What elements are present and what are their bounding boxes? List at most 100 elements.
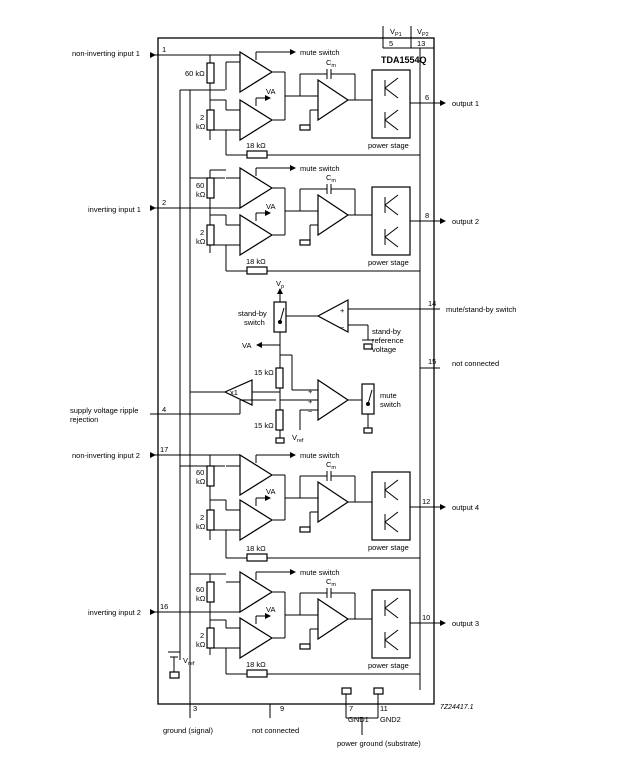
noninverting-input-1-label: non-inverting input 1 <box>72 49 140 58</box>
switch-label-center: switch <box>380 400 401 409</box>
noninverting-input-2-label: non-inverting input 2 <box>72 451 140 460</box>
plus-sign-mute-b: + <box>308 397 313 406</box>
power-stage-label-4: power stage <box>368 543 409 552</box>
preamp-lower <box>239 98 274 142</box>
channel-4 <box>150 452 446 562</box>
inverting-input-1-label: inverting input 1 <box>88 205 141 214</box>
minus-sign-mute: − <box>308 407 313 416</box>
svrr-label-1: supply voltage ripple <box>70 406 138 415</box>
plus-sign-standby: + <box>340 306 345 315</box>
r2-label-3a: 2 <box>200 631 204 640</box>
r15-label-upper: 15 kΩ <box>254 368 274 377</box>
bottom-section <box>168 651 384 735</box>
va-label-3: VA <box>266 605 275 614</box>
r2-label-2a: 2 <box>200 228 204 237</box>
resistor-2k <box>206 109 215 131</box>
x1-label: x1 <box>230 388 238 397</box>
mute-comparator <box>317 378 350 422</box>
output-4-label: output 4 <box>452 503 479 512</box>
mute-label-center: mute <box>380 391 397 400</box>
svrr-label-2: rejection <box>70 415 98 424</box>
cm-label-3: Cm <box>326 577 336 588</box>
r2-label-1b: kΩ <box>196 122 206 131</box>
vp1-label: VP1 <box>390 27 402 38</box>
mute-switch-label-3: mute switch <box>300 568 340 577</box>
resistor-18k <box>246 150 268 159</box>
cm-label-4: Cm <box>326 460 336 471</box>
channel-2 <box>150 165 446 275</box>
output-2-label: output 2 <box>452 217 479 226</box>
r2-label-4a: 2 <box>200 513 204 522</box>
pin-6: 6 <box>425 93 429 102</box>
inverting-input-2-label: inverting input 2 <box>88 608 141 617</box>
gnd2-label: GND2 <box>380 715 401 724</box>
pin-4: 4 <box>162 405 166 414</box>
pin-12: 12 <box>422 497 430 506</box>
r2-label-3b: kΩ <box>196 640 206 649</box>
pin-11: 11 <box>380 704 388 713</box>
power-ground-label: power ground (substrate) <box>337 739 421 748</box>
output-3-label: output 3 <box>452 619 479 628</box>
chip-title: TDA1554Q <box>381 55 427 65</box>
ic-outline <box>157 37 435 705</box>
r60-label-1: 60 kΩ <box>185 69 205 78</box>
vref-label-bottom: Vref <box>183 656 195 667</box>
r2-label-2b: kΩ <box>196 237 206 246</box>
resistor-15k-upper <box>275 367 284 389</box>
standby-switch-label-2: switch <box>244 318 265 327</box>
pin-3: 3 <box>193 704 197 713</box>
preamp-upper <box>239 50 274 94</box>
mute-standby-switch-label: mute/stand-by switch <box>446 305 516 314</box>
mute-switch-label-2: mute switch <box>300 164 340 173</box>
ground-signal-label: ground (signal) <box>163 726 214 735</box>
power-stage-1 <box>371 69 411 139</box>
gnd1-label: GND1 <box>348 715 369 724</box>
channel-1 <box>150 49 446 159</box>
standby-ref-label-1: stand-by <box>372 327 401 336</box>
power-stage-label-1: power stage <box>368 141 409 150</box>
r60-label-2b: kΩ <box>196 190 206 199</box>
standby-switch-label-1: stand-by <box>238 309 267 318</box>
r60-label-4b: kΩ <box>196 477 206 486</box>
va-label-center: VA <box>242 341 251 350</box>
plus-sign-mute-a: + <box>308 387 313 396</box>
power-stage-3 <box>371 589 411 659</box>
figure-reference: 7Z24417.1 <box>440 704 474 711</box>
vp2-pin-number: 13 <box>417 39 425 48</box>
r18-label-1: 18 kΩ <box>246 141 266 150</box>
power-stage-label-2: power stage <box>368 258 409 267</box>
standby-ref-label-3: voltage <box>372 345 396 354</box>
output-1-label: output 1 <box>452 99 479 108</box>
r2-label-4b: kΩ <box>196 522 206 531</box>
pin-9: 9 <box>280 704 284 713</box>
mute-switch-label-1: mute switch <box>300 48 340 57</box>
cm-label-1: Cm <box>326 58 336 69</box>
driver-amp <box>317 78 350 122</box>
mute-switch-block <box>361 383 375 415</box>
resistor-60k <box>206 62 215 84</box>
cm-label-2: Cm <box>326 173 336 184</box>
r60-label-3a: 60 <box>196 585 204 594</box>
power-stage-2 <box>371 186 411 256</box>
not-connected-label-15: not connected <box>452 359 499 368</box>
resistor-15k-lower <box>275 409 284 431</box>
channel-3 <box>150 569 446 678</box>
pin-17: 17 <box>160 445 168 454</box>
power-stage-label-3: power stage <box>368 661 409 670</box>
va-label-1: VA <box>266 87 275 96</box>
control-section <box>150 288 440 444</box>
minus-sign-standby: − <box>340 323 345 332</box>
r18-label-4: 18 kΩ <box>246 544 266 553</box>
standby-ref-label-2: reference <box>372 336 404 345</box>
r18-label-2: 18 kΩ <box>246 257 266 266</box>
pin-2: 2 <box>162 198 166 207</box>
power-stage-4 <box>371 471 411 541</box>
pin-8: 8 <box>425 211 429 220</box>
pin-14: 14 <box>428 299 436 308</box>
pin-10: 10 <box>422 613 430 622</box>
vref-label-center: Vref <box>292 433 304 444</box>
r18-label-3: 18 kΩ <box>246 660 266 669</box>
r60-label-4a: 60 <box>196 468 204 477</box>
pin-7: 7 <box>349 704 353 713</box>
